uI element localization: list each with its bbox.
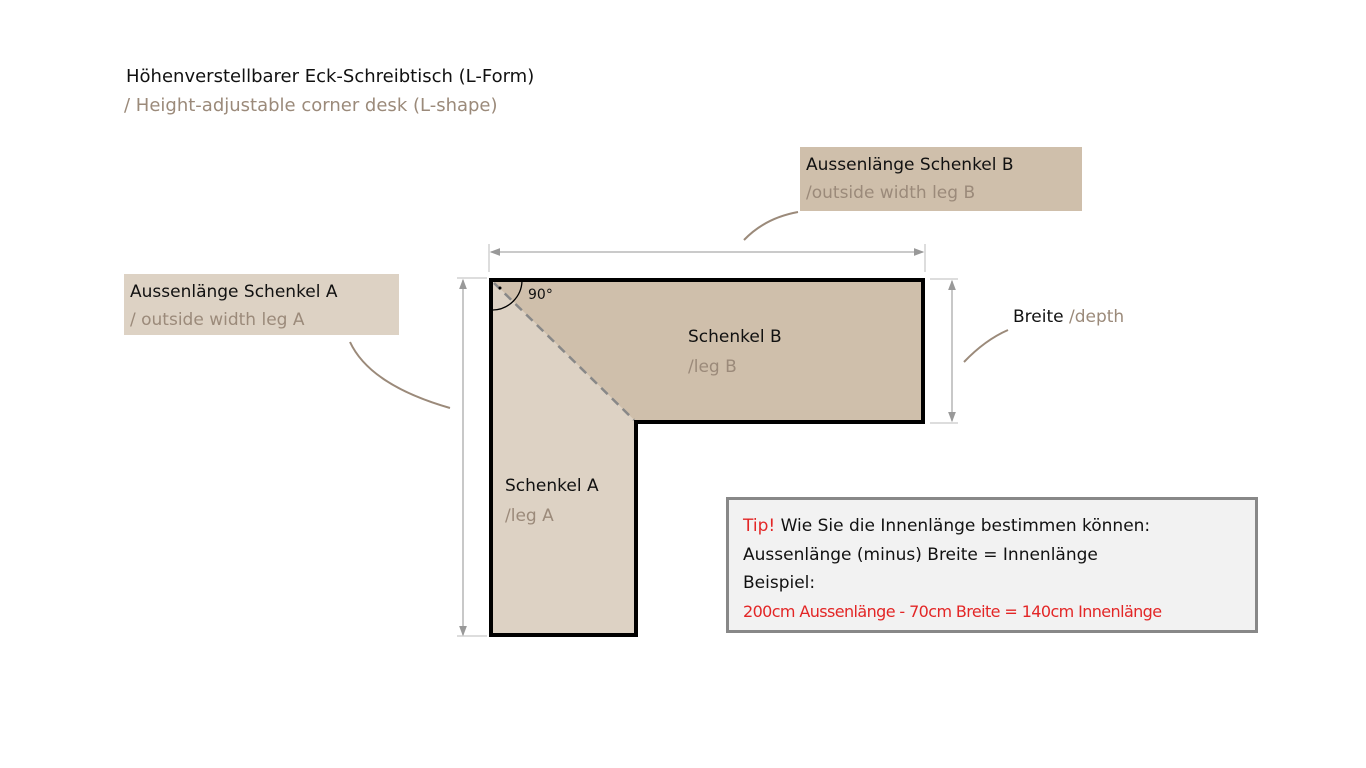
page-subtitle: / Height-adjustable corner desk (L-shape… (124, 95, 498, 116)
angle-arc (492, 280, 523, 311)
callout-depth (963, 329, 1009, 363)
leg-a-label: Schenkel A /leg A (505, 471, 599, 531)
angle-label: 90° (528, 287, 553, 303)
label-leg-b-title: Aussenlänge Schenkel B (806, 155, 1014, 175)
label-leg-b: Aussenlänge Schenkel B /outside width le… (800, 147, 1082, 211)
label-leg-a: Aussenlänge Schenkel A / outside width l… (124, 274, 399, 335)
tip-example: 200cm Aussenlänge - 70cm Breite = 140cm … (743, 601, 1162, 621)
tip-line1: Wie Sie die Innenlänge bestimmen können: (780, 516, 1151, 536)
tip-line3: Beispiel: (743, 573, 816, 593)
leg-b-sub: /leg B (688, 357, 737, 377)
label-depth-sub: /depth (1069, 307, 1125, 327)
label-leg-b-sub: /outside width leg B (806, 183, 976, 203)
dashed-divider (493, 282, 635, 421)
leg-a-shape (491, 280, 636, 635)
leg-a-title: Schenkel A (505, 476, 599, 496)
desk-outline (489, 278, 925, 637)
callout-leg-b (743, 211, 799, 241)
callout-leg-a (349, 341, 451, 409)
leg-b-title: Schenkel B (688, 327, 782, 347)
tip-prefix: Tip! (743, 516, 776, 536)
page-title: Höhenverstellbarer Eck-Schreibtisch (L-F… (126, 66, 535, 87)
label-leg-a-title: Aussenlänge Schenkel A (130, 282, 338, 302)
label-depth-title: Breite (1013, 307, 1064, 327)
leg-b-label: Schenkel B /leg B (688, 322, 782, 382)
label-depth: Breite /depth (1013, 307, 1124, 327)
leg-b-shape (491, 280, 923, 422)
label-leg-a-sub: / outside width leg A (130, 310, 305, 330)
tip-box: Tip! Wie Sie die Innenlänge bestimmen kö… (726, 497, 1258, 633)
leg-a-sub: /leg A (505, 506, 554, 526)
tip-line2: Aussenlänge (minus) Breite = Innenlänge (743, 544, 1098, 565)
